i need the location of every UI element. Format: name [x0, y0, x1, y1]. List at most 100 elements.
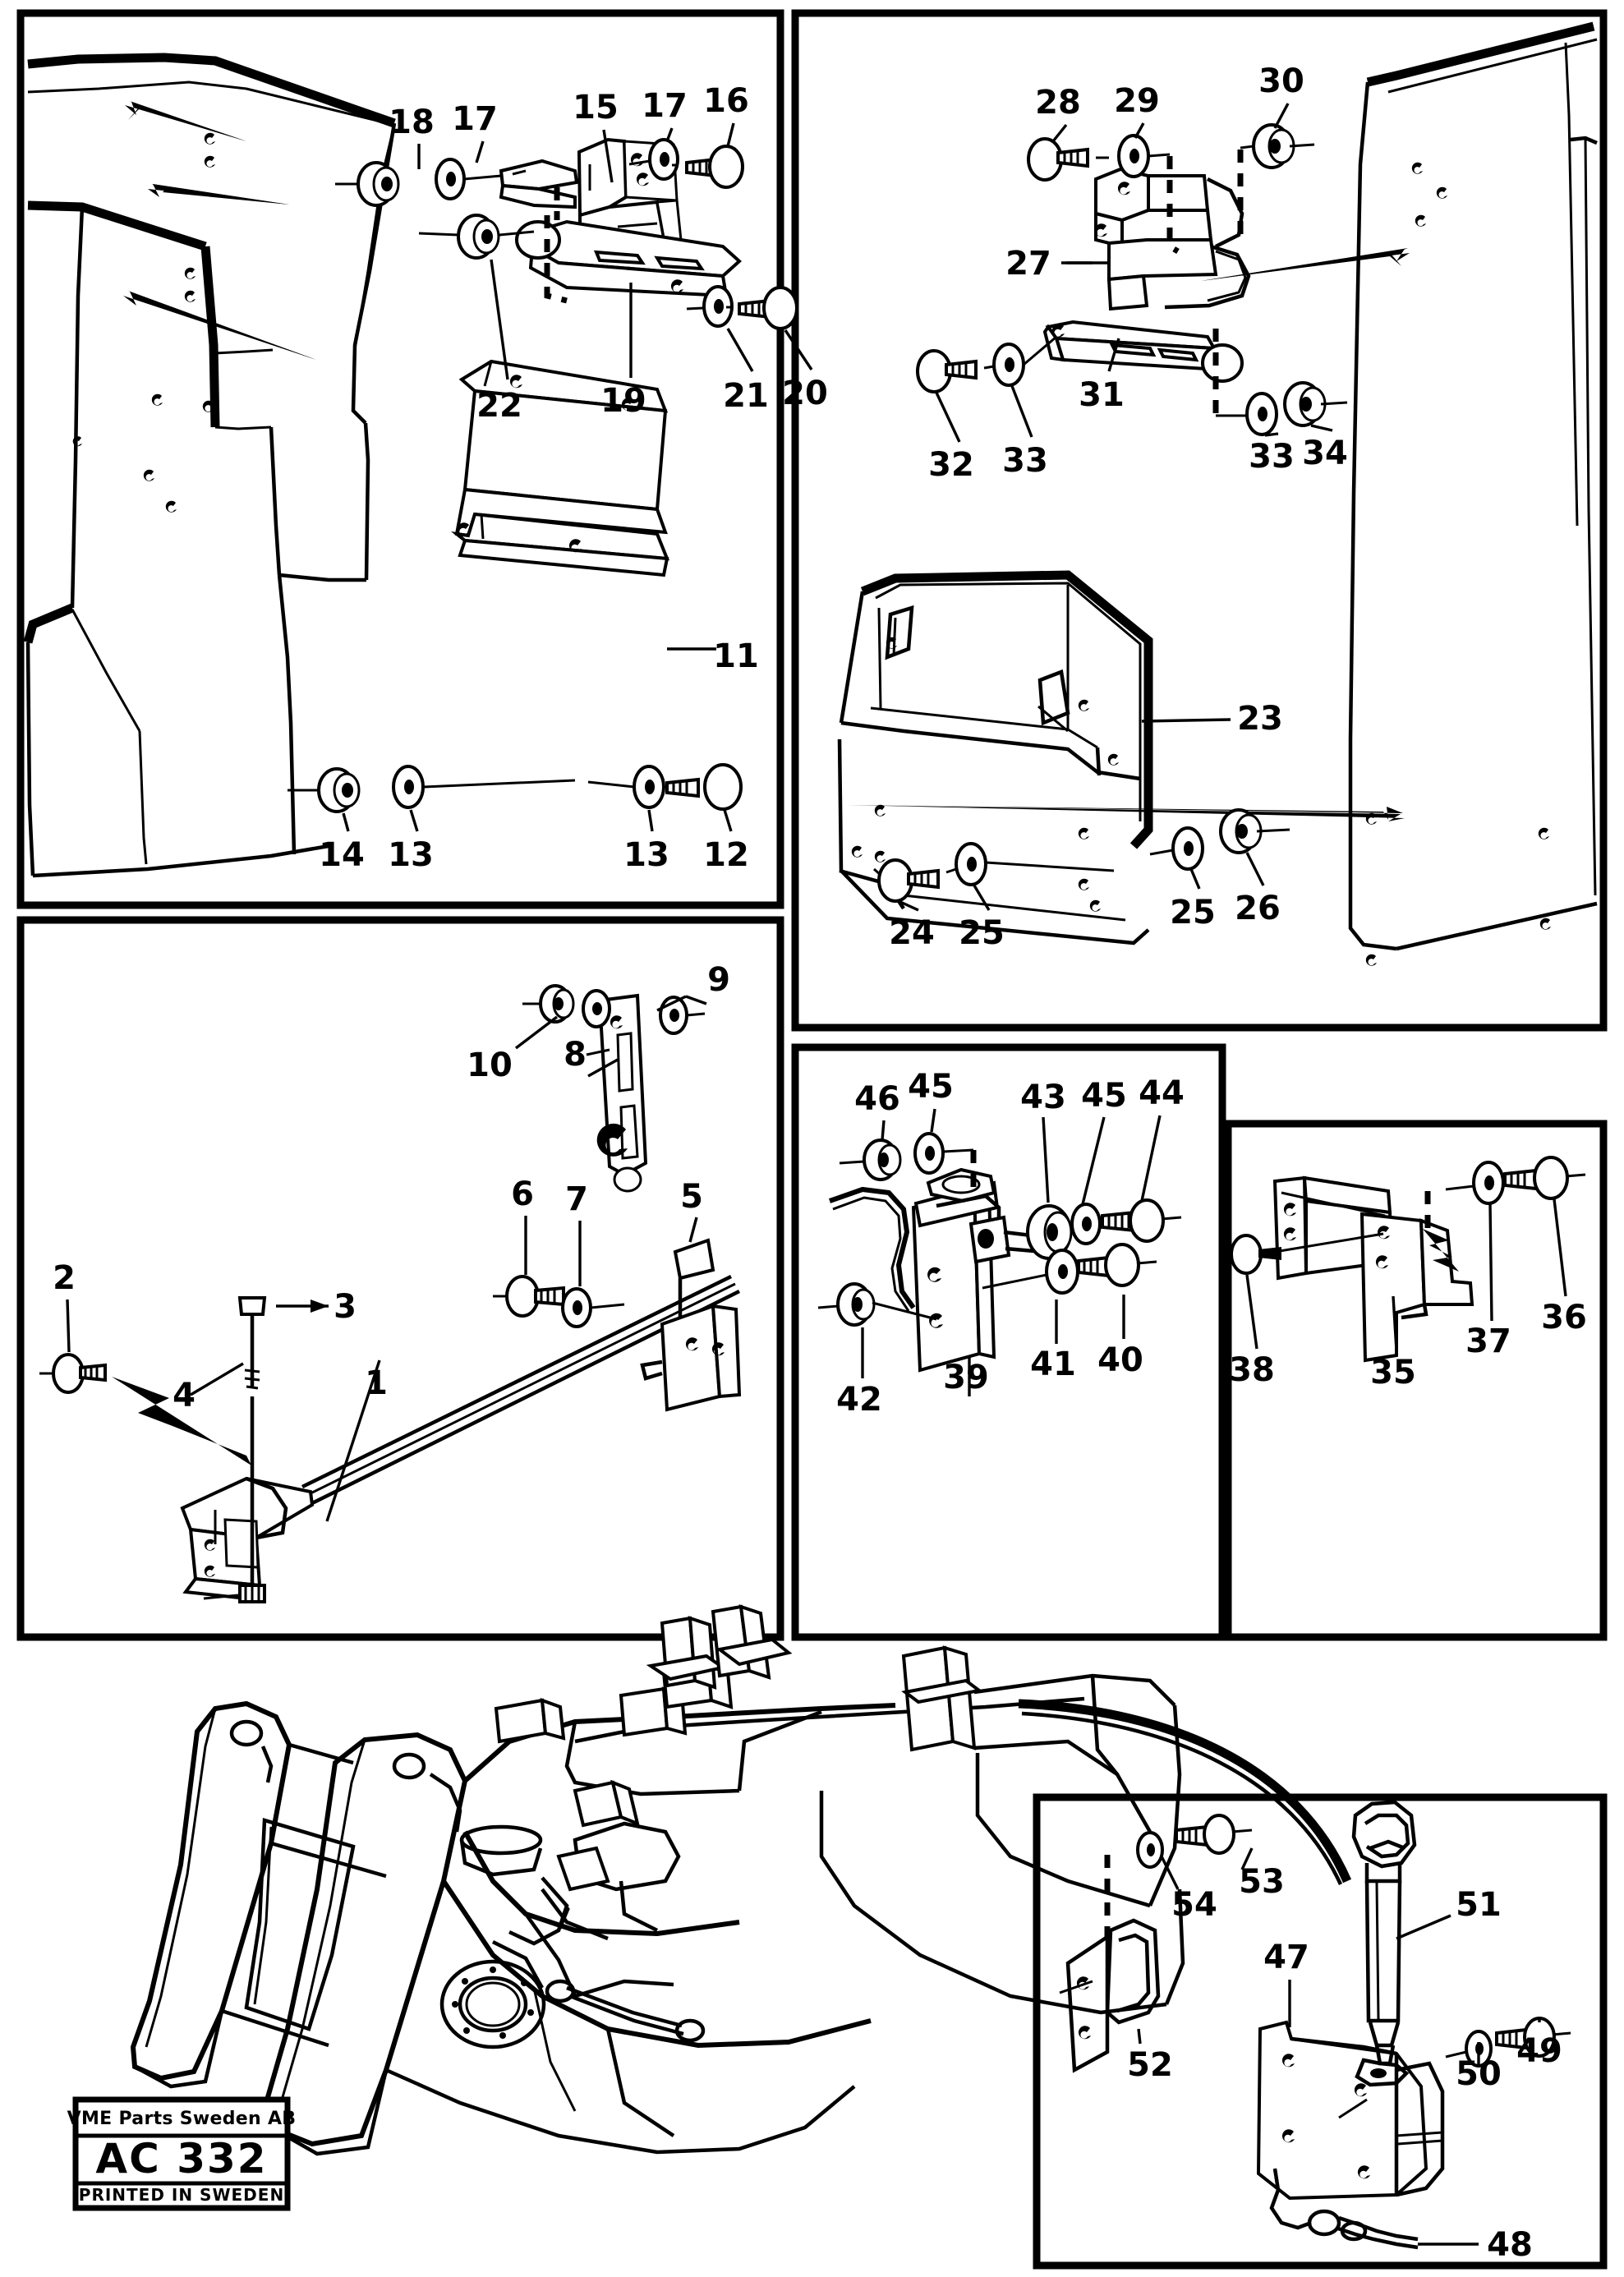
nut-22 [418, 214, 535, 260]
washer-25-right [1149, 826, 1204, 871]
panel-border-top-right [791, 9, 1608, 1032]
washer-33-left [983, 335, 1057, 387]
callout-30: 30 [1258, 62, 1304, 100]
bolt-20 [726, 286, 798, 330]
screw-3 [237, 1296, 329, 1585]
plate-39-assembly [817, 1115, 1182, 1373]
callout-35: 35 [1370, 1354, 1416, 1392]
callout-3: 3 [334, 1288, 357, 1326]
nut-42 [817, 1282, 937, 1327]
hose-arc [1018, 1699, 1352, 1884]
bolt-32 [916, 349, 978, 393]
bolt-53 [1175, 1814, 1254, 1870]
nut-26 [1219, 808, 1290, 854]
callout-13-left: 13 [388, 836, 434, 874]
angle-bracket-35-assembly [1221, 1156, 1586, 1363]
pull-pin-51 [1351, 1800, 1451, 2087]
nut-14 [288, 767, 361, 813]
nut-18 [335, 161, 400, 207]
bolt-49 [1495, 2017, 1571, 2058]
screw-38 [1221, 1234, 1281, 1275]
bolt-2 [39, 1353, 107, 1394]
washer-9-left [582, 989, 611, 1028]
washer-25-left [945, 842, 1115, 886]
washer-17-right [628, 138, 679, 181]
callout-5: 5 [680, 1178, 703, 1216]
callout-18: 18 [389, 104, 435, 141]
lock-body-47 [1256, 1980, 1445, 2201]
callout-45-right: 45 [1081, 1077, 1127, 1115]
panel-border-bottom-right [1033, 1793, 1608, 2270]
bolt-28 [1027, 137, 1109, 182]
washer-54 [1136, 1831, 1180, 1890]
callout-12: 12 [703, 836, 749, 874]
cab-rear-panel-drawing [848, 21, 1598, 966]
nut-34 [1283, 381, 1348, 427]
callout-4: 4 [173, 1377, 196, 1414]
washer-9-right [659, 996, 706, 1035]
nut-4 [203, 1584, 266, 1603]
title-block [72, 2096, 291, 2211]
callout-46: 46 [854, 1080, 900, 1118]
bracket-11-assembly [288, 359, 743, 813]
callout-39: 39 [943, 1359, 989, 1396]
panel-border-top-left [16, 9, 784, 909]
callout-36: 36 [1541, 1299, 1587, 1336]
title-block-publisher: VME Parts Sweden AB [67, 2109, 297, 2129]
bolt-16 [672, 145, 744, 189]
washer-13-right [587, 765, 665, 809]
callout-41: 41 [1030, 1346, 1076, 1383]
callout-50: 50 [1456, 2055, 1502, 2093]
callout-42: 42 [836, 1381, 882, 1419]
alignment-dash-b [544, 215, 568, 304]
callout-49: 49 [1516, 2032, 1562, 2070]
bracket-27-assembly [1027, 123, 1315, 311]
callout-33-right: 33 [1249, 438, 1295, 476]
assembly-arrow-6 [112, 1377, 255, 1465]
washer-21 [686, 285, 734, 328]
callout-54: 54 [1171, 1886, 1217, 1924]
machine-frame-drawing [130, 1604, 1352, 2156]
callout-1: 1 [365, 1364, 388, 1402]
callout-11: 11 [713, 637, 759, 675]
callout-45-left: 45 [908, 1068, 954, 1106]
callout-52: 52 [1127, 2046, 1173, 2084]
callout-19: 19 [600, 382, 646, 420]
assembly-arrow-4 [1201, 248, 1408, 281]
lock-assembly-drawing [1059, 1800, 1571, 2250]
panel-border-mid-left [16, 916, 784, 1641]
callout-27: 27 [1005, 245, 1051, 283]
tray-hole-marks [851, 637, 1119, 912]
washer-45-left [913, 1132, 974, 1175]
callout-31: 31 [1079, 376, 1125, 414]
rear-panel-hole-marks [1365, 162, 1551, 966]
callout-numbers: 18 17 15 17 16 22 19 21 20 11 14 13 13 1… [53, 62, 1587, 2264]
bolt-6 [493, 1275, 565, 1318]
callout-37: 37 [1465, 1322, 1511, 1360]
callout-28: 28 [1035, 84, 1081, 122]
callout-25-left: 25 [959, 914, 1005, 952]
callout-7: 7 [565, 1180, 588, 1218]
washer-17-left [435, 158, 502, 200]
cab-side-panel-drawing [23, 53, 397, 878]
callout-53: 53 [1239, 1863, 1285, 1901]
washer-37 [1472, 1161, 1505, 1205]
bolt-44 [1101, 1198, 1182, 1243]
bolt-36 [1503, 1156, 1586, 1200]
callout-44: 44 [1139, 1074, 1185, 1112]
assembly-arrow-5 [848, 805, 1403, 820]
callout-15: 15 [573, 89, 619, 126]
callout-17-left: 17 [452, 100, 498, 138]
callout-43: 43 [1020, 1079, 1066, 1116]
washer-13-left [392, 765, 576, 809]
callout-38: 38 [1229, 1351, 1275, 1389]
link-plate-8 [586, 993, 648, 1193]
panel-border-mid-right [1224, 1120, 1608, 1641]
chain-key-48 [1269, 2168, 1479, 2250]
callout-26: 26 [1235, 890, 1281, 927]
callout-51: 51 [1456, 1886, 1502, 1924]
callout-13-right: 13 [623, 836, 669, 874]
washer-33-right [1216, 392, 1278, 436]
callout-17-right: 17 [642, 87, 688, 125]
